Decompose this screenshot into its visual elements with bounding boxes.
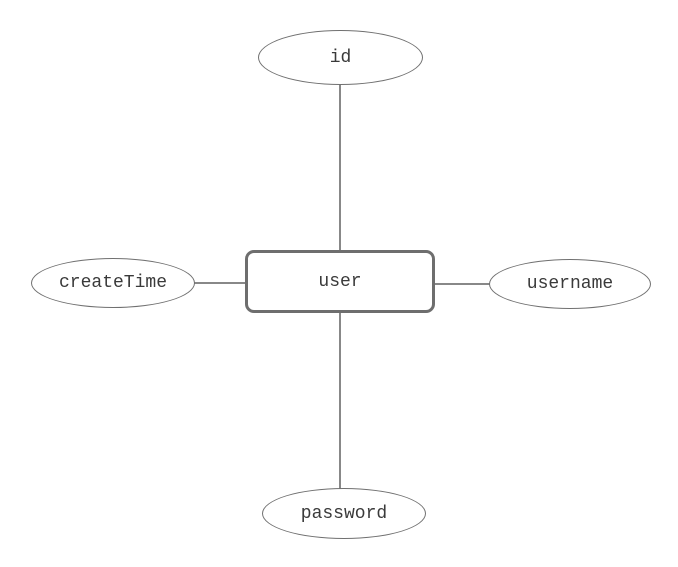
connector-user-password	[339, 312, 341, 489]
attribute-label-id: id	[329, 47, 352, 68]
connector-user-createtime	[194, 282, 246, 284]
attribute-node-password: password	[262, 488, 426, 539]
connector-user-id	[339, 84, 341, 252]
attribute-node-id: id	[258, 30, 423, 85]
attribute-label-username: username	[526, 274, 614, 294]
entity-node-user: user	[245, 250, 435, 313]
attribute-node-username: username	[489, 259, 651, 309]
connector-user-username	[434, 283, 490, 285]
attribute-label-password: password	[300, 503, 388, 524]
attribute-node-createtime: createTime	[31, 258, 195, 308]
attribute-label-createtime: createTime	[58, 273, 168, 293]
entity-label-user: user	[318, 271, 362, 292]
